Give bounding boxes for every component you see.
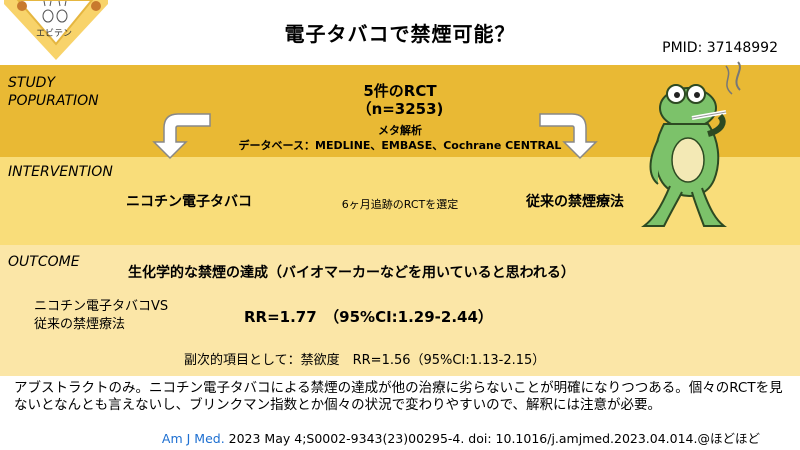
left-arrow-icon [152,113,211,160]
page-title: 電子タバコで禁煙可能？ [284,22,516,46]
outcome-comparison: ニコチン電子タバコVS 従来の禁煙療法 [34,298,168,334]
comparison-line1: ニコチン電子タバコVS [34,299,169,314]
comparison-line2: 従来の禁煙療法 [34,317,126,332]
intervention-conventional: 従来の禁煙療法 [526,194,624,210]
intervention-label: INTERVENTION [8,164,113,180]
citation-text: 2023 May 4;S0002-9343(23)00295-4. doi: 1… [224,431,698,446]
secondary-outcome: 副次的項目として：禁欲度 RR=1.56（95%CI:1.13-2.15） [184,353,546,368]
intervention-followup: 6ヶ月追跡のRCTを選定 [341,198,459,211]
logo-text: エビテン [36,29,73,39]
study-label-line2: POPURATION [8,93,99,109]
study-label-line1: STUDY [8,75,56,91]
logo-graphic [4,0,108,60]
outcome-headline: 生化学的な禁煙の達成（バイオマーカーなどを用いていると思われる） [128,265,575,281]
summary-text: アブストラクトのみ。ニコチン電子タバコによる禁煙の達成が他の治療に劣らないことが… [14,380,783,413]
citation: Am J Med. 2023 May 4;S0002-9343(23)00295… [162,428,760,447]
pmid-label: PMID: 37148992 [662,40,778,56]
outcome-label: OUTCOME [8,254,80,270]
logo: エビテン [0,0,112,60]
database-text: データベース：MEDLINE、EMBASE、Cochrane CENTRAL [238,139,562,152]
risk-ratio: RR=1.77 （95%CI:1.29-2.44） [244,308,493,326]
study-label: STUDY POPURATION [8,74,99,110]
right-arrow-icon [539,113,598,160]
journal-link[interactable]: Am J Med. [161,431,225,446]
outcome-band [0,245,800,376]
rct-count: 5件のRCT [363,82,437,100]
intervention-ecig: ニコチン電子タバコ [126,194,252,210]
sample-size: （n=3253) [356,100,444,118]
meta-analysis: メタ解析 [378,124,422,137]
author-handle: @ほどほど [697,431,760,446]
frog-smoking-illustration [641,61,741,227]
